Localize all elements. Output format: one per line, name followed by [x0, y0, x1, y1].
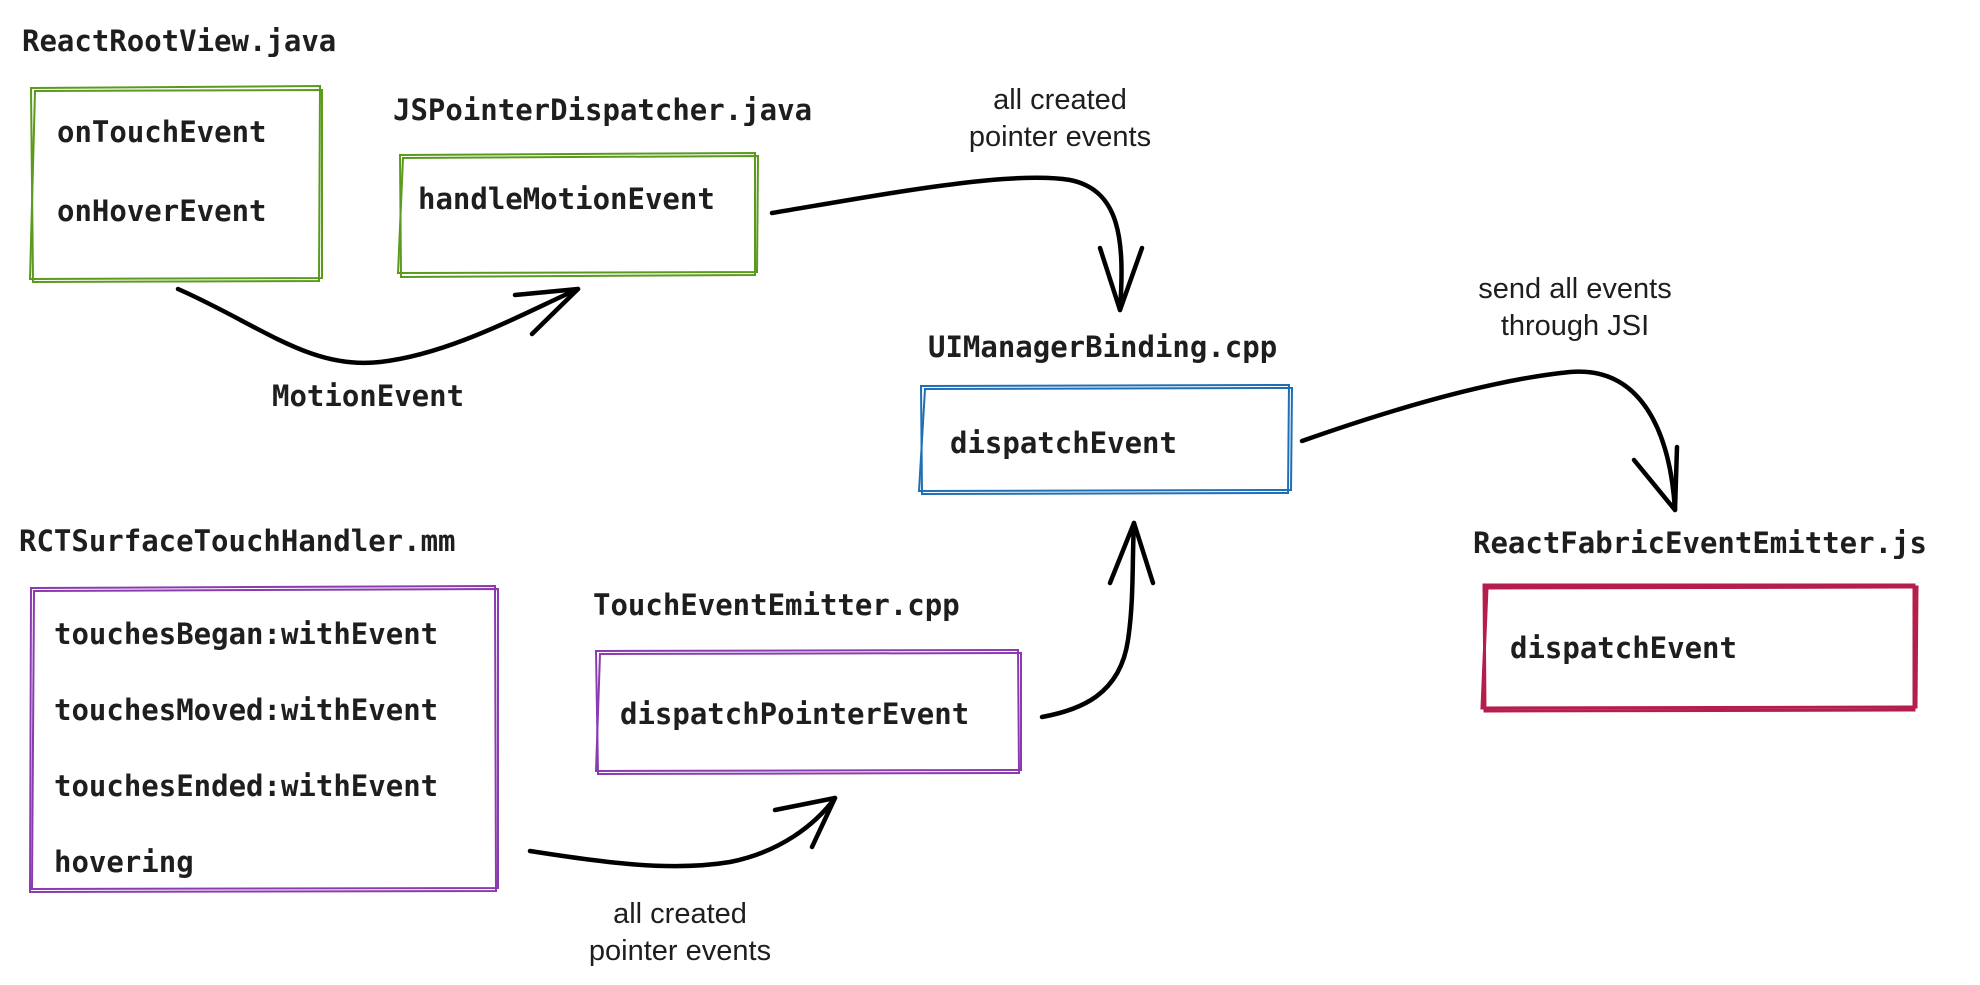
react-fabric-event-emitter-filename: ReactFabricEventEmitter.js	[1473, 526, 1927, 560]
react-root-view-box	[28, 84, 323, 284]
android-pointer-events-note-line1: all created	[993, 84, 1127, 116]
on-touch-event-label: onTouchEvent	[57, 115, 267, 149]
hovering-label: hovering	[54, 845, 194, 879]
ios-pointer-events-note-line2: pointer events	[588, 935, 772, 967]
dispatch-pointer-event-label: dispatchPointerEvent	[620, 697, 970, 731]
ios-pointer-events-note: all created pointer events	[570, 896, 790, 970]
ui-manager-binding-filename: UIManagerBinding.cpp	[928, 330, 1278, 364]
pointer-events-arrow-android	[769, 175, 1145, 313]
jsi-arrow	[1299, 369, 1680, 513]
on-hover-event-label: onHoverEvent	[57, 194, 267, 228]
touches-began-label: touchesBegan:withEvent	[54, 617, 439, 651]
android-pointer-events-note-line2: pointer events	[968, 121, 1152, 153]
motion-event-arrow	[175, 286, 581, 366]
rct-surface-touch-handler-filename: RCTSurfaceTouchHandler.mm	[19, 524, 456, 558]
touches-ended-label: touchesEnded:withEvent	[54, 769, 439, 803]
js-pointer-dispatcher-box	[396, 151, 760, 279]
send-all-events-note-line1: send all events	[1478, 273, 1672, 305]
ui-manager-binding-box	[917, 383, 1294, 496]
js-pointer-dispatcher-filename: JSPointerDispatcher.java	[393, 93, 813, 127]
android-pointer-events-note: all created pointer events	[950, 82, 1170, 156]
touches-moved-label: touchesMoved:withEvent	[54, 693, 439, 727]
motion-event-edge-label: MotionEvent	[272, 379, 465, 413]
ios-pointer-events-note-line1: all created	[613, 898, 747, 930]
touch-event-emitter-filename: TouchEventEmitter.cpp	[593, 588, 960, 622]
pointer-events-arrow-ios	[527, 795, 838, 869]
send-all-events-note-line2: through JSI	[1500, 310, 1650, 342]
js-dispatch-event-label: dispatchEvent	[1510, 631, 1737, 665]
react-root-view-filename: ReactRootView.java	[22, 24, 337, 58]
emitter-to-binding-arrow	[1039, 520, 1156, 720]
touch-event-emitter-box	[594, 648, 1022, 776]
handle-motion-event-label: handleMotionEvent	[418, 182, 715, 216]
rct-surface-touch-handler-box	[28, 584, 499, 894]
ui-manager-dispatch-event-label: dispatchEvent	[950, 426, 1177, 460]
react-fabric-event-emitter-box	[1480, 583, 1919, 713]
send-all-events-note: send all events through JSI	[1440, 271, 1710, 345]
